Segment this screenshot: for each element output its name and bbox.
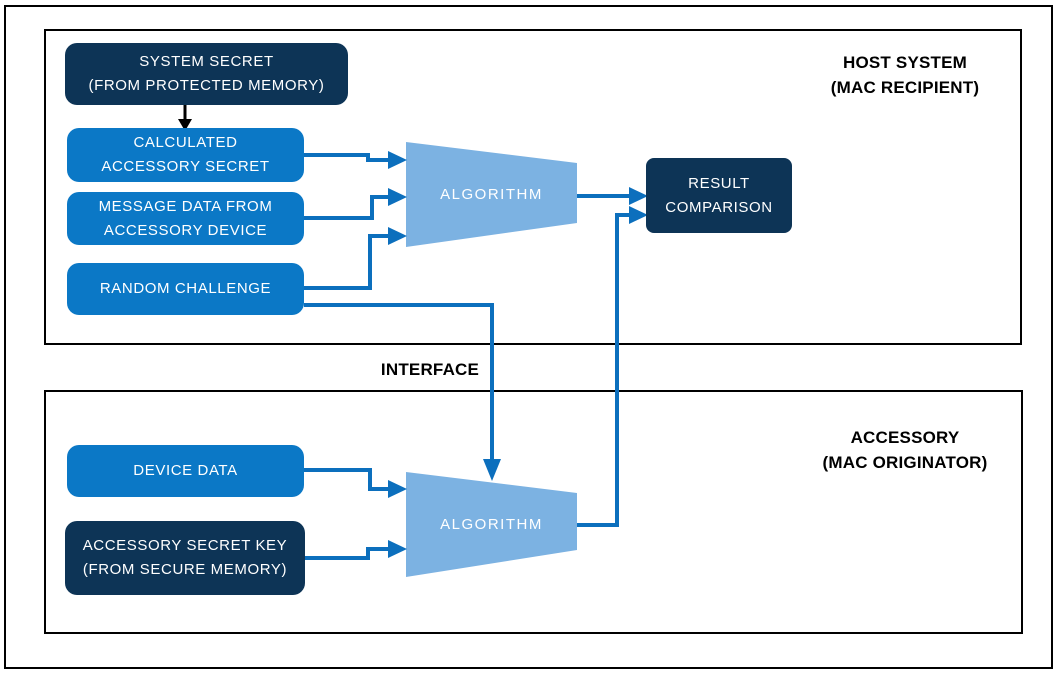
result-label: RESULT bbox=[688, 174, 750, 192]
connector-accessory-algorithm-to-result bbox=[577, 213, 629, 527]
algorithm-label-accessory: ALGORITHM bbox=[440, 516, 543, 533]
connector-calculated-to-algorithm bbox=[304, 153, 388, 162]
outer-border bbox=[4, 5, 1053, 669]
device-data-box: DEVICE DATA bbox=[67, 445, 304, 497]
arrowhead-icon bbox=[388, 540, 407, 558]
arrowhead-icon bbox=[629, 187, 648, 205]
arrowhead-down-icon bbox=[483, 459, 501, 481]
accessory-region bbox=[44, 390, 1023, 634]
accessory-secret-key-box: ACCESSORY SECRET KEY (FROM SECURE MEMORY… bbox=[65, 521, 305, 595]
arrowhead-icon bbox=[388, 151, 407, 169]
algorithm-trapezoid-accessory bbox=[406, 472, 577, 577]
algorithm-label-host: ALGORITHM bbox=[440, 186, 543, 203]
accessory-title: ACCESSORY bbox=[850, 428, 960, 447]
accessory-label: ACCESSORY (MAC ORIGINATOR) bbox=[790, 425, 1020, 475]
accessory-secret-key-sublabel: (FROM SECURE MEMORY) bbox=[82, 561, 288, 578]
result-comparison-box: RESULT COMPARISON bbox=[646, 158, 792, 233]
connector-message-data-to-algorithm bbox=[304, 195, 388, 220]
algorithm-trapezoid-host bbox=[406, 142, 577, 247]
message-data-sublabel: ACCESSORY DEVICE bbox=[103, 221, 268, 239]
accessory-subtitle: (MAC ORIGINATOR) bbox=[822, 453, 988, 472]
host-system-title: HOST SYSTEM bbox=[842, 53, 968, 72]
connector-secret-key-to-algorithm bbox=[304, 547, 388, 560]
message-data-box: MESSAGE DATA FROM ACCESSORY DEVICE bbox=[67, 192, 304, 245]
arrowhead-system-secret-icon bbox=[178, 119, 192, 131]
calculated-secret-label: CALCULATED bbox=[133, 134, 238, 151]
message-data-label: MESSAGE DATA FROM bbox=[98, 197, 273, 215]
arrowhead-icon bbox=[629, 206, 648, 224]
calculated-accessory-secret-box: CALCULATED ACCESSORY SECRET bbox=[67, 128, 304, 182]
connector-device-data-to-algorithm bbox=[304, 468, 388, 491]
system-secret-box: SYSTEM SECRET (FROM PROTECTED MEMORY) bbox=[65, 43, 348, 105]
random-challenge-label: RANDOM CHALLENGE bbox=[99, 280, 272, 297]
arrowhead-icon bbox=[388, 227, 407, 245]
system-secret-label: SYSTEM SECRET bbox=[139, 53, 274, 70]
accessory-secret-key-label: ACCESSORY SECRET KEY bbox=[82, 537, 288, 554]
arrowhead-icon bbox=[388, 188, 407, 206]
interface-label: INTERFACE bbox=[380, 360, 480, 379]
random-challenge-box: RANDOM CHALLENGE bbox=[67, 263, 304, 315]
comparison-label: COMPARISON bbox=[665, 198, 773, 216]
device-data-label: DEVICE DATA bbox=[133, 462, 238, 479]
connector-random-challenge-to-host-algorithm bbox=[304, 234, 388, 290]
host-system-subtitle: (MAC RECIPIENT) bbox=[830, 78, 980, 97]
arrowhead-icon bbox=[388, 480, 407, 498]
system-secret-sublabel: (FROM PROTECTED MEMORY) bbox=[88, 77, 325, 94]
connector-random-challenge-to-accessory-algorithm bbox=[304, 303, 494, 459]
calculated-secret-sublabel: ACCESSORY SECRET bbox=[101, 158, 270, 175]
host-system-region bbox=[44, 29, 1022, 345]
host-system-label: HOST SYSTEM (MAC RECIPIENT) bbox=[790, 50, 1020, 100]
